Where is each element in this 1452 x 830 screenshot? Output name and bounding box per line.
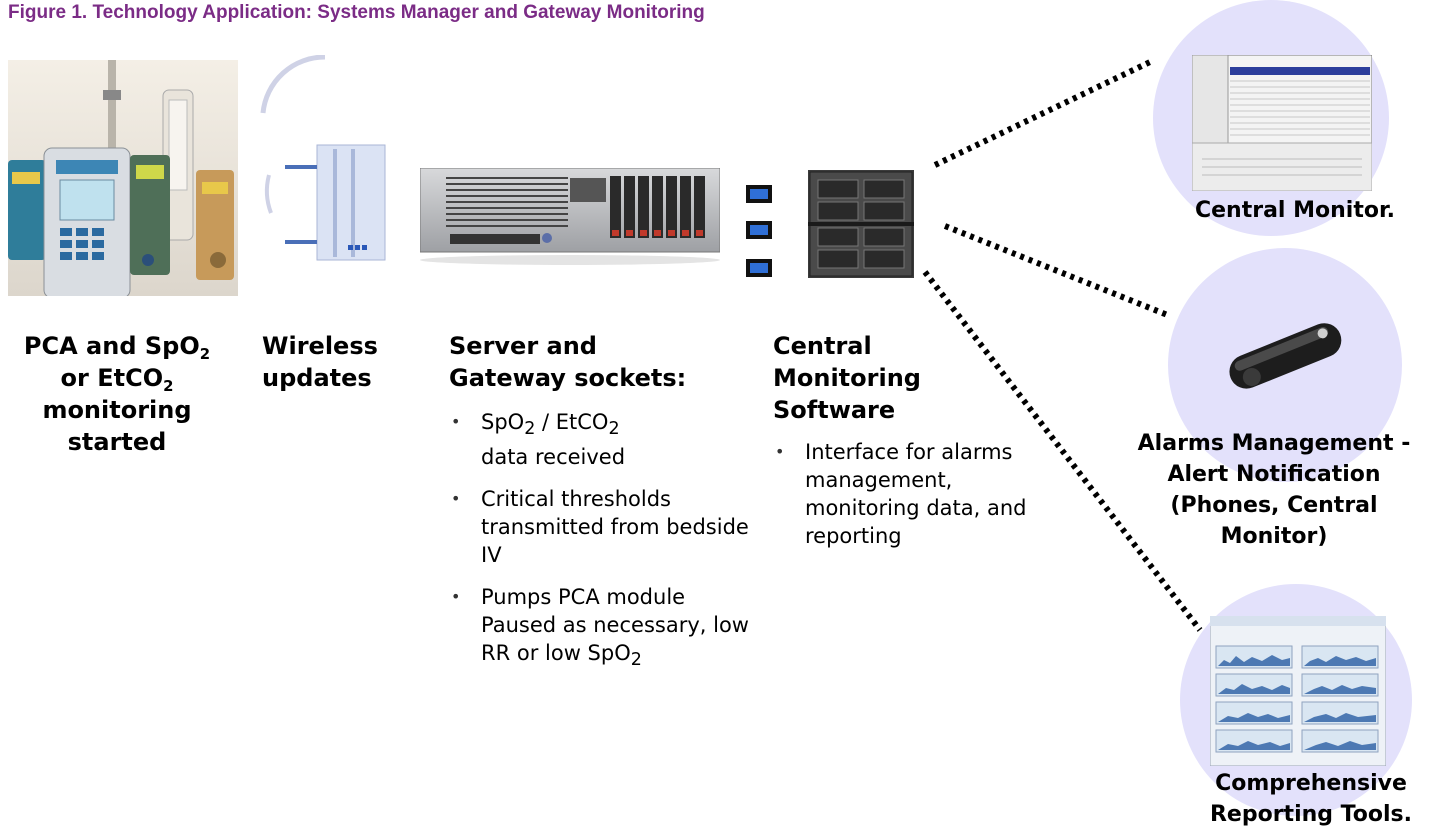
server-bullet-spo2-sub1: 2 [524, 419, 536, 440]
server-bullet-pumps: Pumps PCA module Paused as necessary, lo… [449, 583, 749, 674]
pager-device-photo [1229, 323, 1342, 389]
reporting-caption: Comprehensive Reporting Tools. [1196, 768, 1426, 830]
pca-heading: PCA and SpO2 or EtCO2 monitoring started [14, 330, 220, 458]
pca-line3: monitoring [42, 396, 192, 424]
gateway-socket-icon [746, 185, 772, 277]
pca-sub2: 2 [163, 376, 174, 395]
server-bullet-spo2-sub2: 2 [608, 419, 620, 440]
pca-sub1: 2 [199, 344, 211, 363]
wireless-line2: updates [262, 364, 372, 392]
server-line2: Gateway sockets: [449, 364, 687, 392]
wireless-line1: Wireless [262, 332, 378, 360]
cms-line1: Central [773, 332, 872, 360]
pca-line2: or EtCO [60, 364, 164, 392]
reporting-caption-line2: Reporting Tools. [1209, 802, 1412, 827]
report-dashboard-screenshot [1210, 616, 1386, 766]
server-line1: Server and [449, 332, 597, 360]
cms-bullets: Interface for alarms management, monitor… [773, 438, 1063, 564]
central-monitor-screenshot [1192, 55, 1372, 191]
wireless-heading: Wireless updates [262, 330, 402, 394]
pca-line4: started [67, 428, 167, 456]
rack-server-photo [420, 168, 720, 265]
central-monitor-caption: Central Monitor. [1194, 198, 1396, 223]
server-bullet-pumps-sub: 2 [630, 650, 642, 671]
figure-title: Figure 1. Technology Application: System… [8, 2, 705, 23]
cms-line3: Software [773, 396, 896, 424]
cms-bullet-interface: Interface for alarms management, monitor… [773, 438, 1063, 550]
server-bullet-spo2-post: data received [481, 445, 626, 470]
alarms-caption-line1: Alarms Management - [1137, 431, 1411, 456]
alarms-caption-line2: Alert Notification [1167, 462, 1381, 487]
connector-central-monitor [933, 59, 1152, 168]
server-bullet-spo2-mid: / EtCO [535, 410, 609, 434]
cms-heading: Central Monitoring Software [773, 330, 993, 426]
server-bullet-spo2-pre: SpO [481, 410, 525, 434]
wireless-access-point-icon [260, 55, 386, 261]
connector-alarms [943, 223, 1172, 319]
server-heading: Server and Gateway sockets: [449, 330, 729, 394]
server-bullet-pumps-text: Pumps PCA module Paused as necessary, lo… [481, 585, 749, 666]
server-bullet-thresholds: Critical thresholds transmitted from bed… [449, 485, 749, 569]
switch-chassis-icon [808, 170, 914, 278]
alarms-caption: Alarms Management - Alert Notification (… [1128, 428, 1420, 552]
infusion-pump-photo [8, 60, 238, 296]
pca-line1: PCA and SpO [23, 332, 200, 360]
alarms-caption-line4: Monitor) [1220, 524, 1328, 549]
alarms-caption-line3: (Phones, Central [1170, 493, 1378, 518]
cms-line2: Monitoring [773, 364, 921, 392]
reporting-caption-line1: Comprehensive [1215, 771, 1407, 796]
